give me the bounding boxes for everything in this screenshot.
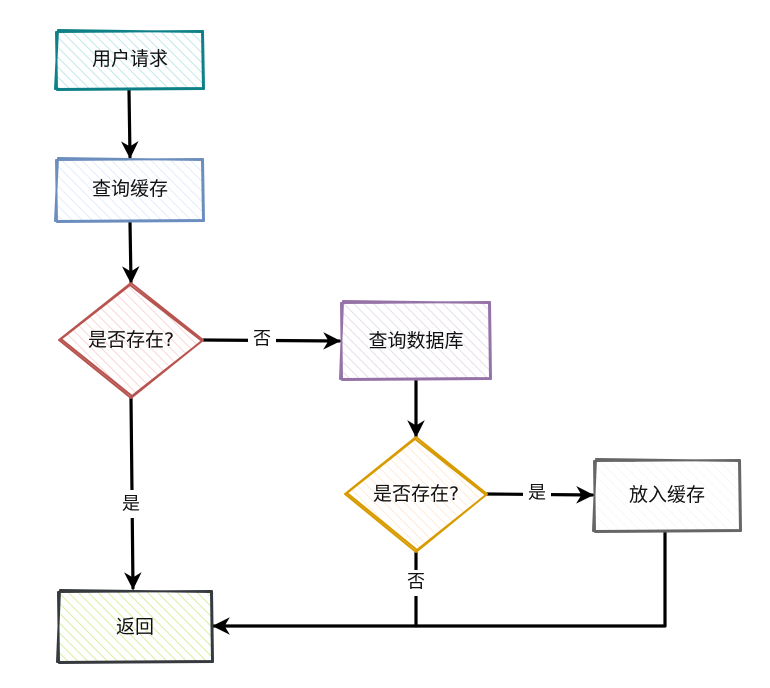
- edge-label-exists-1-no-text: 否: [253, 329, 271, 350]
- nodes: 用户请求 查询缓存 是否存在? 查询数据库 是否存在?: [54, 29, 742, 664]
- node-exists-1-border: [58, 282, 204, 399]
- node-exists-1[interactable]: 是否存在?: [58, 282, 204, 399]
- node-put-cache-fill: [594, 460, 740, 531]
- edge-label-bg: [402, 570, 430, 596]
- node-put-cache-label: 放入缓存: [629, 484, 705, 506]
- node-query-db[interactable]: 查询数据库: [339, 300, 492, 381]
- node-query-db-fill: [341, 302, 490, 379]
- node-return[interactable]: 返回: [56, 589, 214, 664]
- edge-label-exists-1-no: 否: [248, 327, 276, 353]
- node-user-request-label: 用户请求: [92, 48, 168, 70]
- node-return-label: 返回: [116, 616, 154, 638]
- node-put-cache-border: [592, 458, 742, 533]
- node-return-border: [56, 589, 214, 664]
- node-query-db-border: [339, 300, 492, 381]
- edge-label-exists-2-yes: 是: [523, 481, 551, 507]
- edge-label-exists-2-no-text: 否: [407, 572, 425, 593]
- node-return-fill: [58, 591, 212, 662]
- node-exists-2[interactable]: 是否存在?: [344, 436, 488, 553]
- node-query-cache-label: 查询缓存: [92, 178, 168, 200]
- edge-request-to-query-cache[interactable]: [120, 88, 139, 159]
- edge-query-cache-to-exists-1[interactable]: [121, 220, 140, 284]
- node-query-db-label: 查询数据库: [368, 330, 463, 352]
- node-exists-2-border: [344, 436, 488, 553]
- node-exists-1-label: 是否存在?: [88, 329, 174, 351]
- edge-labels: 否 是 是 否: [117, 327, 551, 596]
- edge-label-bg: [248, 327, 276, 353]
- node-user-request-fill: [56, 31, 203, 89]
- node-query-cache-border: [54, 157, 205, 223]
- node-exists-2-label: 是否存在?: [373, 483, 459, 505]
- edge-label-exists-1-yes: 是: [117, 490, 145, 518]
- node-put-cache[interactable]: 放入缓存: [592, 458, 742, 533]
- node-user-request[interactable]: 用户请求: [54, 29, 205, 91]
- edge-label-exists-2-yes-text: 是: [528, 483, 546, 504]
- node-query-cache-fill: [56, 159, 203, 221]
- edge-label-exists-2-no: 否: [402, 570, 430, 596]
- edge-label-bg: [523, 481, 551, 507]
- node-user-request-border: [54, 29, 205, 91]
- edge-label-bg: [117, 490, 145, 518]
- edge-put-cache-to-return[interactable]: [212, 530, 667, 635]
- node-query-cache[interactable]: 查询缓存: [54, 157, 205, 223]
- edge-label-exists-1-yes-text: 是: [122, 494, 140, 515]
